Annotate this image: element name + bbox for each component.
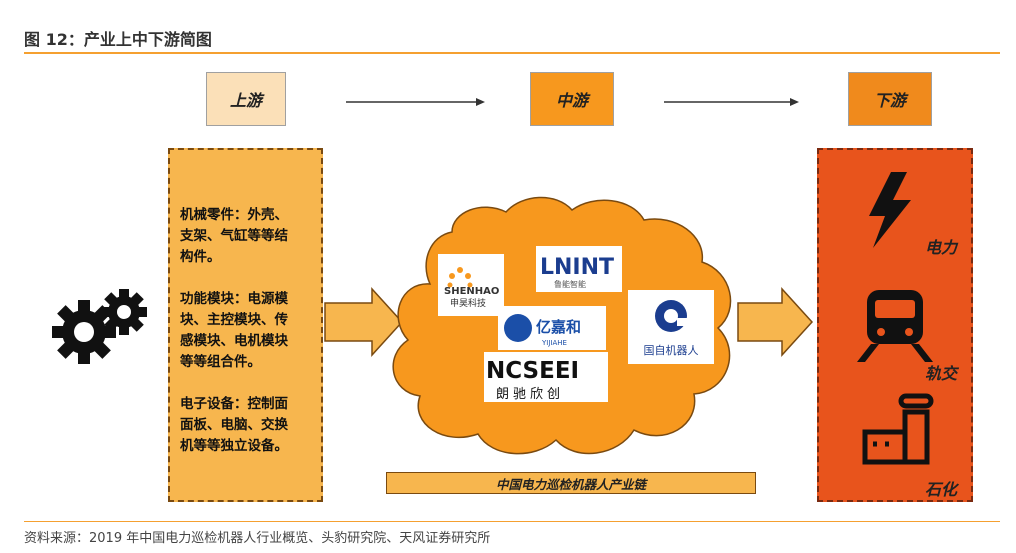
sun-icon bbox=[447, 267, 473, 288]
title-rule bbox=[24, 52, 1000, 54]
arrow-right-icon bbox=[737, 287, 814, 357]
upstream-box: 机械零件：外壳、 支架、气缸等等结 构件。 功能模块：电源模 块、主控模块、传 … bbox=[168, 148, 323, 502]
logo-shenhao-name: SHENHAO bbox=[444, 286, 499, 297]
gears-icon bbox=[52, 289, 147, 364]
upstream-function-modules: 功能模块：电源模 块、主控模块、传 感模块、电机模块 等等组合件。 bbox=[180, 291, 288, 370]
logo-lnint: LNINT 鲁能智能 bbox=[536, 246, 622, 292]
logo-shenhao-sub: 申昊科技 bbox=[450, 297, 486, 309]
logo-yijiahe-name: 亿嘉和 bbox=[536, 318, 581, 336]
downstream-power: 电力 bbox=[924, 238, 957, 257]
yijiahe-mark-icon bbox=[504, 314, 532, 342]
upstream-mechanical-parts: 机械零件：外壳、 支架、气缸等等结 构件。 bbox=[180, 207, 288, 265]
logo-ncseei-name: NCSEEI bbox=[486, 358, 579, 384]
downstream-rail: 轨交 bbox=[924, 364, 957, 383]
source-note: 资料来源：2019 年中国电力巡检机器人行业概览、头豹研究院、天风证券研究所 bbox=[24, 531, 491, 546]
arrow-right-icon bbox=[664, 98, 799, 106]
robot-head-icon bbox=[655, 300, 689, 332]
footer-rule bbox=[24, 521, 1000, 522]
logo-guozi-name: 国自机器人 bbox=[644, 343, 699, 357]
downstream-box: 电力 轨交 石化 bbox=[817, 148, 973, 502]
logo-yijiahe: 亿嘉和 YIJIAHE bbox=[498, 306, 606, 350]
logo-yijiahe-sub: YIJIAHE bbox=[541, 339, 567, 347]
arrow-right-icon bbox=[324, 287, 404, 357]
stage-midstream: 中游 bbox=[530, 72, 614, 126]
downstream-petro: 石化 bbox=[924, 480, 957, 499]
stage-upstream: 上游 bbox=[206, 72, 286, 126]
stage-downstream: 下游 bbox=[848, 72, 932, 126]
logo-shenhao: SHENHAO 申昊科技 bbox=[438, 254, 504, 316]
arrow-right-icon bbox=[346, 98, 485, 106]
refinery-icon bbox=[862, 393, 934, 465]
logo-ncseei: NCSEEI 朗驰欣创 bbox=[484, 352, 608, 402]
figure-title: 图 12：产业上中下游简图 bbox=[24, 30, 212, 49]
chain-label: 中国电力巡检机器人产业链 bbox=[386, 472, 756, 494]
logo-guozi: 国自机器人 bbox=[628, 290, 714, 364]
train-icon bbox=[857, 290, 933, 362]
lightning-icon bbox=[869, 172, 911, 248]
upstream-electronic-devices: 电子设备：控制面 面板、电脑、交换 机等等独立设备。 bbox=[180, 396, 288, 454]
logo-lnint-name: LNINT bbox=[540, 255, 614, 280]
logo-ncseei-sub: 朗驰欣创 bbox=[496, 387, 564, 402]
logo-lnint-sub: 鲁能智能 bbox=[554, 279, 586, 289]
